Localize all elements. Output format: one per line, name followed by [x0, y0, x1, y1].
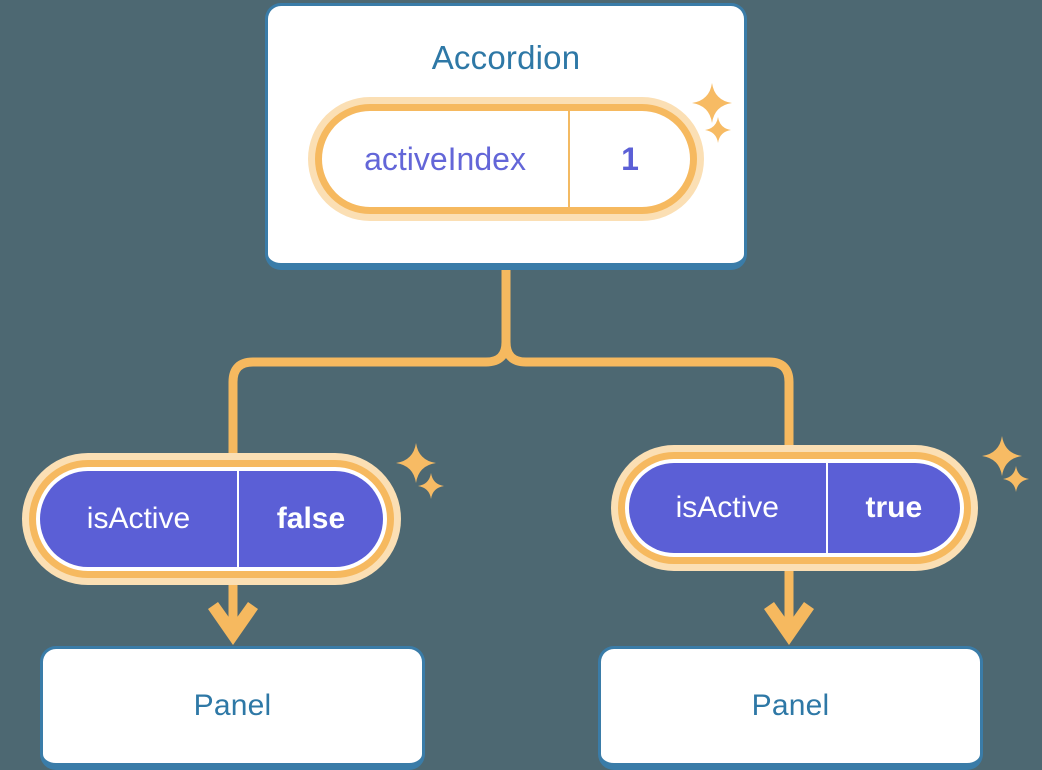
state-badge-isactive-false[interactable]: isActive false	[29, 460, 394, 578]
panel-title: Panel	[193, 689, 272, 722]
wire-branch-right	[501, 341, 794, 462]
sparkle-icon	[1003, 466, 1029, 492]
state-badge-activeindex[interactable]: activeIndex 1	[315, 104, 697, 214]
sparkle-icon	[396, 443, 436, 483]
panel-card-right[interactable]: Panel	[598, 646, 983, 770]
state-badge-value: 1	[621, 140, 639, 177]
page-title: Accordion	[431, 39, 581, 76]
state-badge-key: isActive	[629, 463, 828, 553]
panel-title: Panel	[751, 689, 830, 722]
state-badge-inner: isActive false	[40, 471, 383, 567]
sparkle-icon	[418, 473, 444, 499]
state-badge-value: false	[276, 502, 346, 535]
state-badge-key: activeIndex	[322, 111, 570, 207]
state-badge-isactive-true[interactable]: isActive true	[618, 452, 971, 564]
state-badge-value: true	[865, 491, 923, 524]
panel-card-left[interactable]: Panel	[40, 646, 425, 770]
state-badge-inner: isActive true	[629, 463, 960, 553]
state-badge-key: isActive	[40, 471, 239, 567]
arrow-down-icon-left	[208, 578, 258, 645]
arrow-down-icon-right	[764, 564, 814, 645]
sparkle-icon	[982, 436, 1022, 476]
wire-branch-left	[228, 341, 511, 470]
